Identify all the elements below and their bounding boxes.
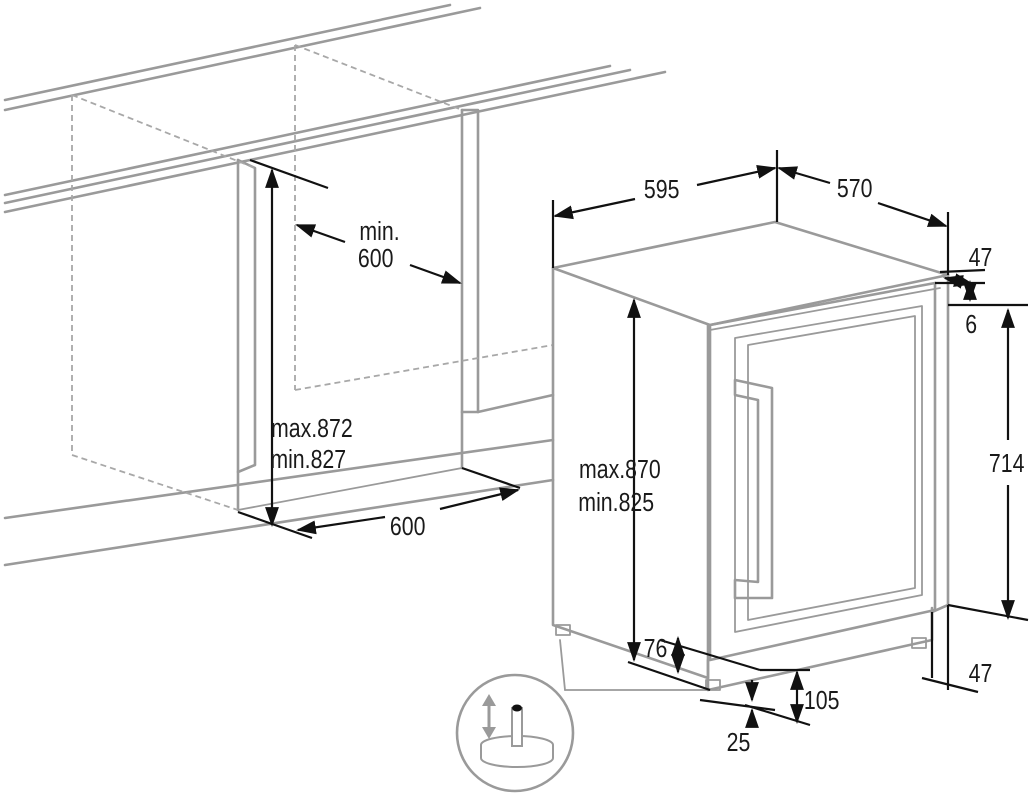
plinth-recess-label: 25 [727,728,751,758]
niche-cabinetry [3,3,667,567]
plinth-height-label: 105 [804,686,840,716]
kick-height-label: 76 [644,634,668,664]
niche-depth-label: 600 [390,512,426,542]
niche-dimensions [237,158,521,540]
dimension-labels: min. 600 max.872 min.827 600 595 570 47 … [270,174,1024,758]
unit-dimensions [551,150,1029,728]
plinth-depth-offset-label: 47 [969,659,993,689]
door-gap-label: 6 [965,310,977,340]
door-height-label: 714 [989,449,1025,479]
niche-height-max-label: max.872 [271,414,353,444]
unit-width-label: 595 [644,175,680,205]
unit-depth-label: 570 [837,174,873,204]
unit-height-min-label: min.825 [578,488,654,518]
niche-min-width-label: min. [359,217,399,247]
adjustable-foot-icon [455,673,575,793]
niche-min-width-value: 600 [358,244,394,274]
unit-height-max-label: max.870 [579,455,661,485]
niche-height-min-label: min.827 [270,445,346,475]
door-offset-label: 47 [969,243,993,273]
